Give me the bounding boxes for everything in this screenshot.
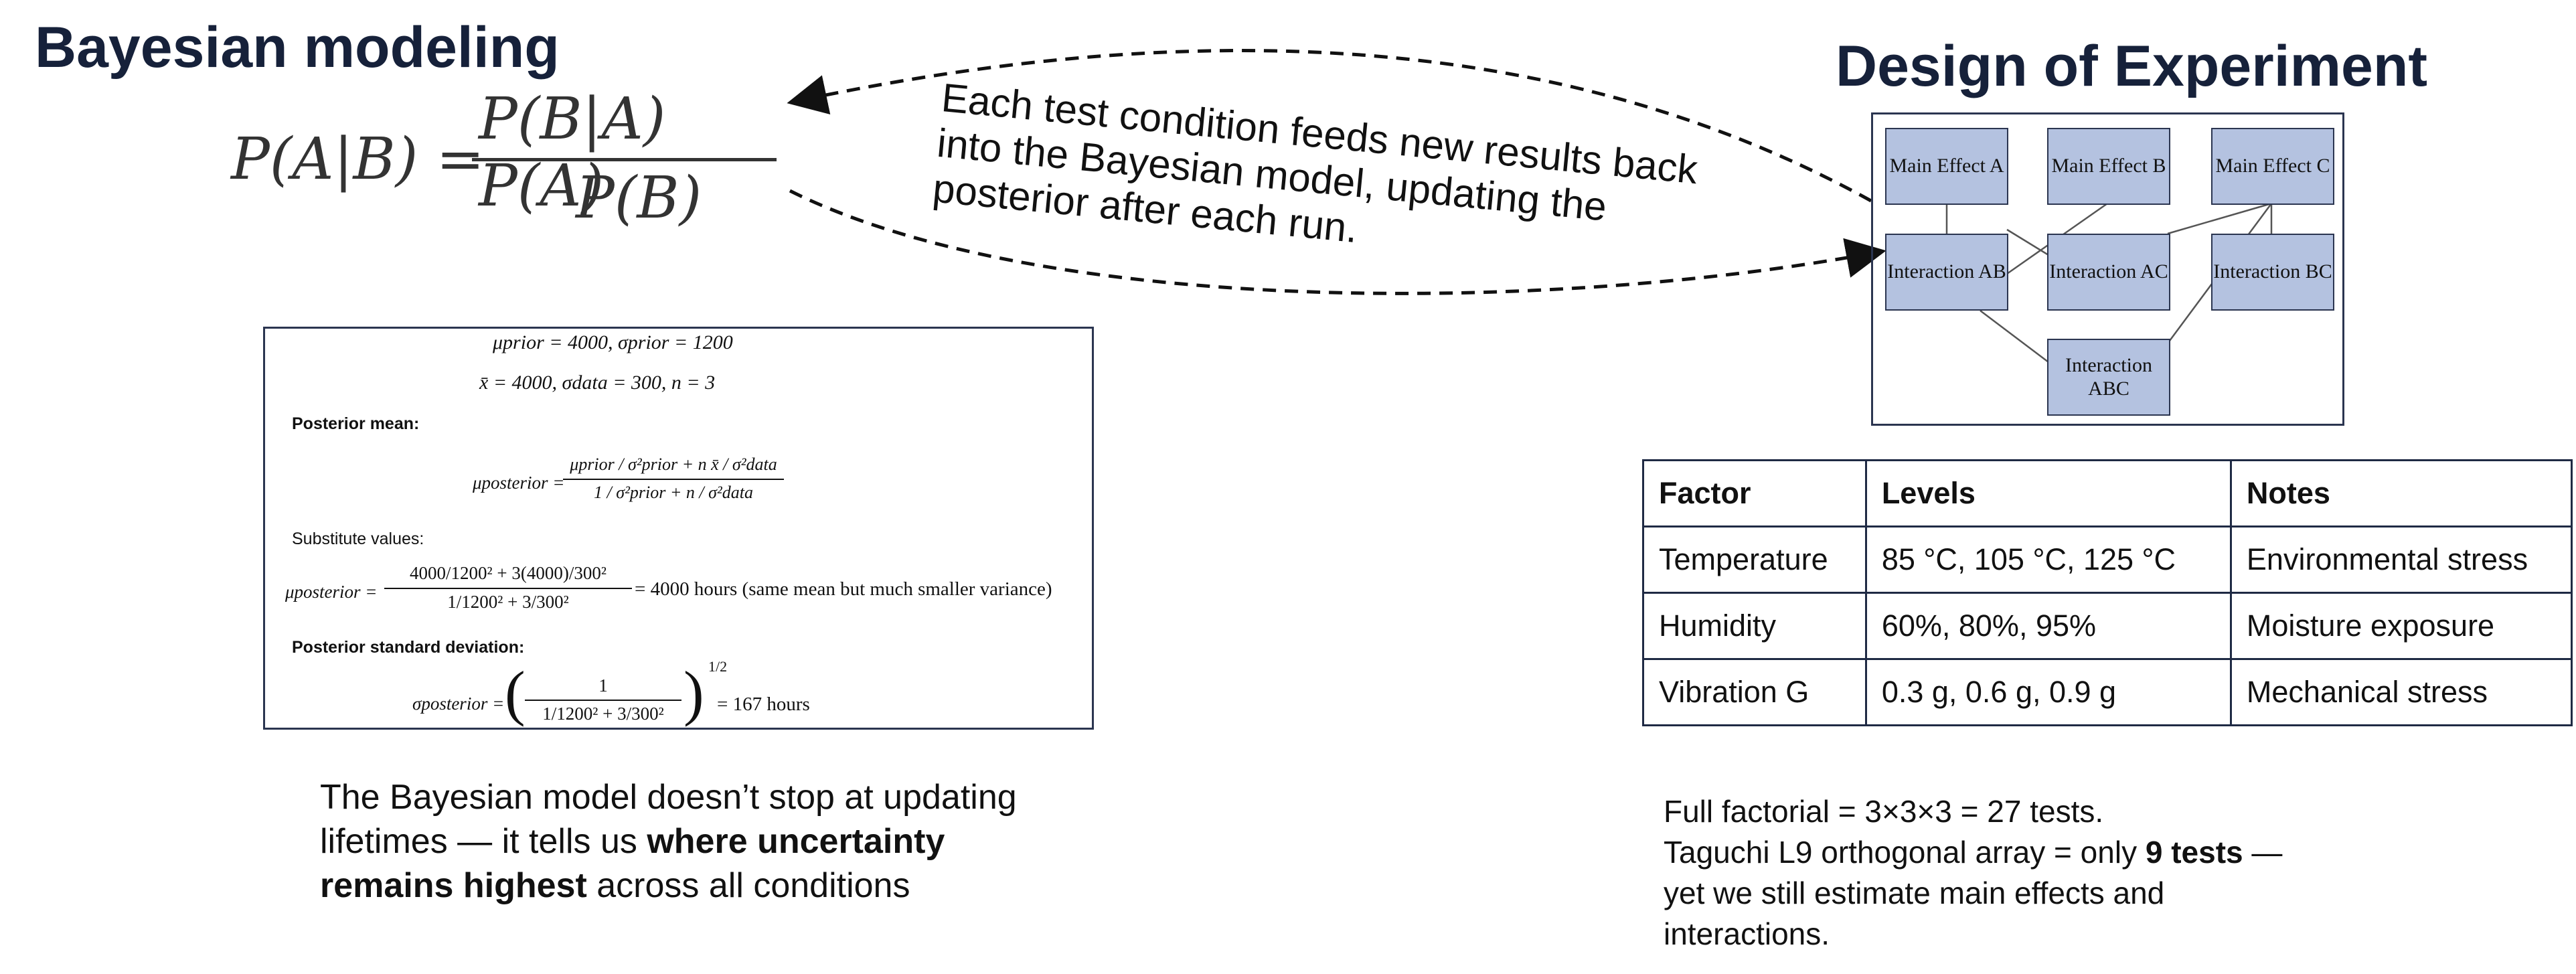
sd-den: 1/1200² + 3/300² bbox=[542, 704, 664, 724]
node-main-effect-a: Main Effect A bbox=[1885, 128, 2008, 205]
cell-levels: 85 °C, 105 °C, 125 °C bbox=[1864, 525, 2232, 594]
sd-lhs: σposterior = bbox=[412, 694, 505, 714]
header-notes: Notes bbox=[2229, 459, 2573, 527]
design-of-experiment-title: Design of Experiment bbox=[1836, 34, 2428, 98]
factors-table: Factor Levels Notes Temperature 85 °C, 1… bbox=[1642, 459, 2573, 726]
substitute-lhs: μposterior = bbox=[285, 582, 378, 602]
prior-line: μprior = 4000, σprior = 1200 bbox=[493, 331, 733, 353]
bayesian-modeling-title: Bayesian modeling bbox=[35, 15, 560, 80]
arrow-to-doe bbox=[789, 189, 1886, 295]
node-interaction-ab: Interaction AB bbox=[1885, 234, 2008, 311]
table-row: Humidity 60%, 80%, 95% Moisture exposure bbox=[1642, 592, 2573, 660]
cell-factor: Humidity bbox=[1642, 592, 1867, 660]
node-main-effect-c: Main Effect C bbox=[2211, 128, 2334, 205]
sd-num: 1 bbox=[598, 675, 608, 696]
summary-part2: across all conditions bbox=[586, 866, 910, 905]
notes-line2-bold: 9 tests bbox=[2145, 835, 2243, 870]
bayes-theorem: P(A|B) = P(B|A) P(A) P(B) bbox=[231, 79, 800, 233]
table-row: Temperature 85 °C, 105 °C, 125 °C Enviro… bbox=[1642, 525, 2573, 594]
header-levels: Levels bbox=[1864, 459, 2232, 527]
node-interaction-ac: Interaction AC bbox=[2047, 234, 2170, 311]
substitute-label: Substitute values: bbox=[292, 530, 424, 548]
header-factor: Factor bbox=[1642, 459, 1867, 527]
posterior-mean-label: Posterior mean: bbox=[292, 414, 420, 433]
posterior-formula-bar bbox=[563, 479, 784, 480]
posterior-formula-lhs: μposterior = bbox=[473, 473, 565, 493]
fraction-bar bbox=[472, 158, 777, 161]
sd-paren-open: ( bbox=[505, 659, 526, 727]
bayes-numerator: P(B|A) P(A) bbox=[479, 86, 666, 220]
posterior-formula-den: 1 / σ²prior + n / σ²data bbox=[594, 483, 753, 502]
table-header-row: Factor Levels Notes bbox=[1642, 459, 2573, 527]
sd-result: = 167 hours bbox=[717, 694, 810, 715]
data-line: x̄ = 4000, σdata = 300, n = 3 bbox=[479, 372, 716, 394]
posterior-sd-label: Posterior standard deviation: bbox=[292, 638, 525, 657]
cell-factor: Vibration G bbox=[1642, 658, 1867, 726]
cell-levels: 0.3 g, 0.6 g, 0.9 g bbox=[1864, 658, 2232, 726]
sd-bar bbox=[525, 700, 681, 701]
node-interaction-bc: Interaction BC bbox=[2211, 234, 2334, 311]
bayes-denominator: P(B) bbox=[576, 165, 702, 232]
cell-notes: Mechanical stress bbox=[2229, 658, 2573, 726]
posterior-formula-num: μprior / σ²prior + n x̄ / σ²data bbox=[570, 455, 777, 474]
sd-paren-close: ) bbox=[683, 659, 704, 727]
table-row: Vibration G 0.3 g, 0.6 g, 0.9 g Mechanic… bbox=[1642, 658, 2573, 726]
derivation-box: μprior = 4000, σprior = 1200 x̄ = 4000, … bbox=[263, 327, 1094, 730]
substitute-num: 4000/1200² + 3(4000)/300² bbox=[410, 563, 607, 583]
bayesian-summary: The Bayesian model doesn’t stop at updat… bbox=[320, 775, 1043, 908]
summary-bold: where uncertainty remains highest bbox=[320, 822, 945, 905]
cell-notes: Environmental stress bbox=[2229, 525, 2573, 594]
cell-levels: 60%, 80%, 95% bbox=[1864, 592, 2232, 660]
substitute-bar bbox=[384, 588, 632, 589]
substitute-den: 1/1200² + 3/300² bbox=[447, 592, 569, 612]
notes-line2-part1: Taguchi L9 orthogonal array = only bbox=[1664, 835, 2146, 870]
notes-line2-part2: — yet we still estimate main effects and… bbox=[1664, 835, 2283, 951]
summary-part1: The Bayesian model doesn’t stop at updat… bbox=[320, 778, 1017, 861]
node-main-effect-b: Main Effect B bbox=[2047, 128, 2170, 205]
cell-factor: Temperature bbox=[1642, 525, 1867, 594]
node-interaction-abc: Interaction ABC bbox=[2047, 339, 2170, 416]
sd-exponent: 1/2 bbox=[708, 658, 728, 675]
doe-notes: Full factorial = 3×3×3 = 27 tests. Taguc… bbox=[1664, 791, 2286, 955]
cell-notes: Moisture exposure bbox=[2229, 592, 2573, 660]
notes-line1: Full factorial = 3×3×3 = 27 tests. bbox=[1664, 794, 2104, 829]
substitute-result: = 4000 hours (same mean but much smaller… bbox=[635, 578, 1052, 600]
bayes-lhs: P(A|B) = bbox=[231, 126, 485, 193]
doe-diagram: Main Effect A Main Effect B Main Effect … bbox=[1871, 112, 2344, 426]
notes-line2: Taguchi L9 orthogonal array = only 9 tes… bbox=[1664, 832, 2286, 955]
